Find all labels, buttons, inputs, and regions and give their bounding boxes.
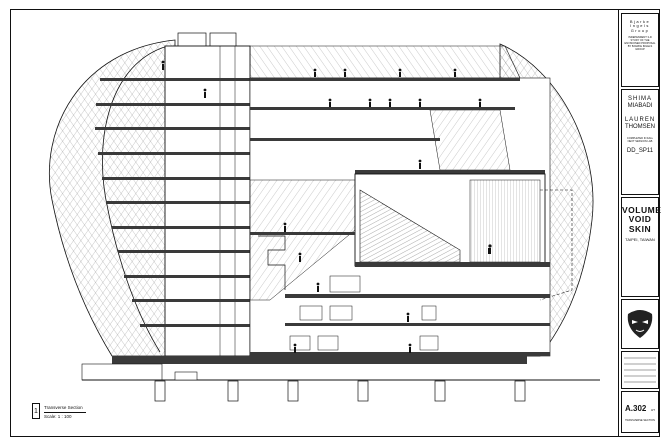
rooftop-structure [177,32,207,48]
people-figures [161,60,492,353]
tower-floor-slabs [95,78,250,327]
lower-floor-slabs [250,232,550,356]
logo-cell [621,299,659,349]
author-2-last: THOMSEN [625,123,655,130]
drawing-scale: Scale: 1 : 100 [44,414,72,419]
sheet-note: TRANSVERSE SECTION [625,419,655,422]
lower-partitions [289,275,439,351]
project-title-1: VOLUME [622,205,662,215]
project-location: TAIPEI, TAIWAN [625,237,655,243]
auditorium-volume [354,173,550,267]
left-facade-skin [48,39,176,357]
caption-rule [44,412,86,413]
ground-level [81,356,600,381]
mask-logo-icon [627,310,653,338]
dashed-outline [539,189,573,301]
project-cell: VOLUME VOID SKIN TAIPEI, TAIWAN [621,197,662,297]
authors-cell: SHIMA MIABADI LAUREN THOMSEN COMPLETED I… [621,89,659,195]
project-title-2: VOID [628,214,652,225]
author-2-first: LAUREN [624,117,656,124]
drawing-number: 1 [32,403,40,419]
drawing-title: Transverse Section [44,405,83,410]
project-title-3: SKIN [628,223,652,234]
author-1-last: MIABADI [627,102,653,109]
roof-glazing [249,45,521,79]
firm-name-1: Bjarke [629,19,651,24]
author-1-first: SHIMA [627,96,652,102]
upper-floor-slabs [250,78,545,174]
course-code: DD_SP11 [626,148,654,155]
title-block: Bjarke Ingels Group INDEPENDENT 3-D STUD… [618,9,662,437]
staircase [258,235,286,290]
revision-lines [624,357,656,383]
firm-note: INDEPENDENT 3-D STUDY OF THE ENVISIONED … [624,36,656,51]
revision-cell [621,351,659,389]
sheet-number-cell: A.302 3/7 TRANSVERSE SECTION [621,391,659,433]
sheet-number: A.302 [625,404,647,413]
course-note: COMPLETED IN FALL NEXT SESSION LAB [626,137,654,144]
firm-cell: Bjarke Ingels Group INDEPENDENT 3-D STUD… [621,13,659,87]
sheet-suffix: 3/7 [650,408,655,412]
rooftop-structure [209,32,237,48]
foundation-piles [154,380,526,402]
firm-name-3: Group [630,27,650,33]
firm-name-2: Ingels [630,23,650,29]
